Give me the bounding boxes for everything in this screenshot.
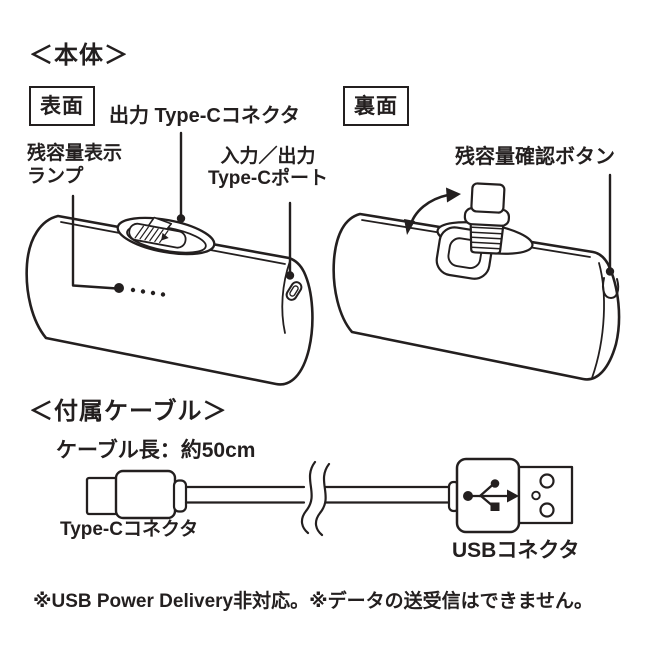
usb-connector-label: USBコネクタ [452,539,580,562]
cable-usb-connector [447,457,574,534]
cable-break-marks [300,460,331,537]
folded-connector-recess [116,216,216,256]
output-connector-label: 出力 Type-Cコネクタ [109,105,301,127]
cable-section-title: ＜付属ケーブル＞ [29,398,228,425]
front-device-illustration [25,214,314,386]
cable-type-c-connector [85,469,188,520]
usb-trident-icon [463,479,519,511]
back-tag: 裏面 [343,86,409,126]
type-c-plug [463,182,511,255]
usb-cable-illustration [85,457,574,537]
footnote: ※USB Power Delivery非対応。※データの送受信はできません。 [33,591,594,612]
check-button-label: 残容量確認ボタン [455,146,615,168]
io-port-label-line1: 入力／出力 [220,146,316,167]
battery-lamp-label-line1: 残容量表示 [27,143,123,164]
led-dots [130,287,166,297]
leader-lines [71,131,615,293]
battery-lamp-label-line2: ランプ [27,166,84,187]
cable-length-label: ケーブル長：約50cm [56,439,256,462]
check-button [601,277,620,299]
front-tag: 表面 [29,86,95,126]
type-c-port [285,281,303,301]
back-device-illustration [332,182,621,381]
body-section-title: ＜本体＞ [29,42,129,69]
battery-lamp-label: 残容量表示 ランプ [27,142,122,188]
io-port-label: 入力／出力 Type-Cポート [200,146,336,190]
io-port-label-line2: Type-Cポート [208,168,328,189]
typec-connector-label: Type-Cコネクタ [60,519,199,540]
rotate-arrow-icon [404,187,461,235]
